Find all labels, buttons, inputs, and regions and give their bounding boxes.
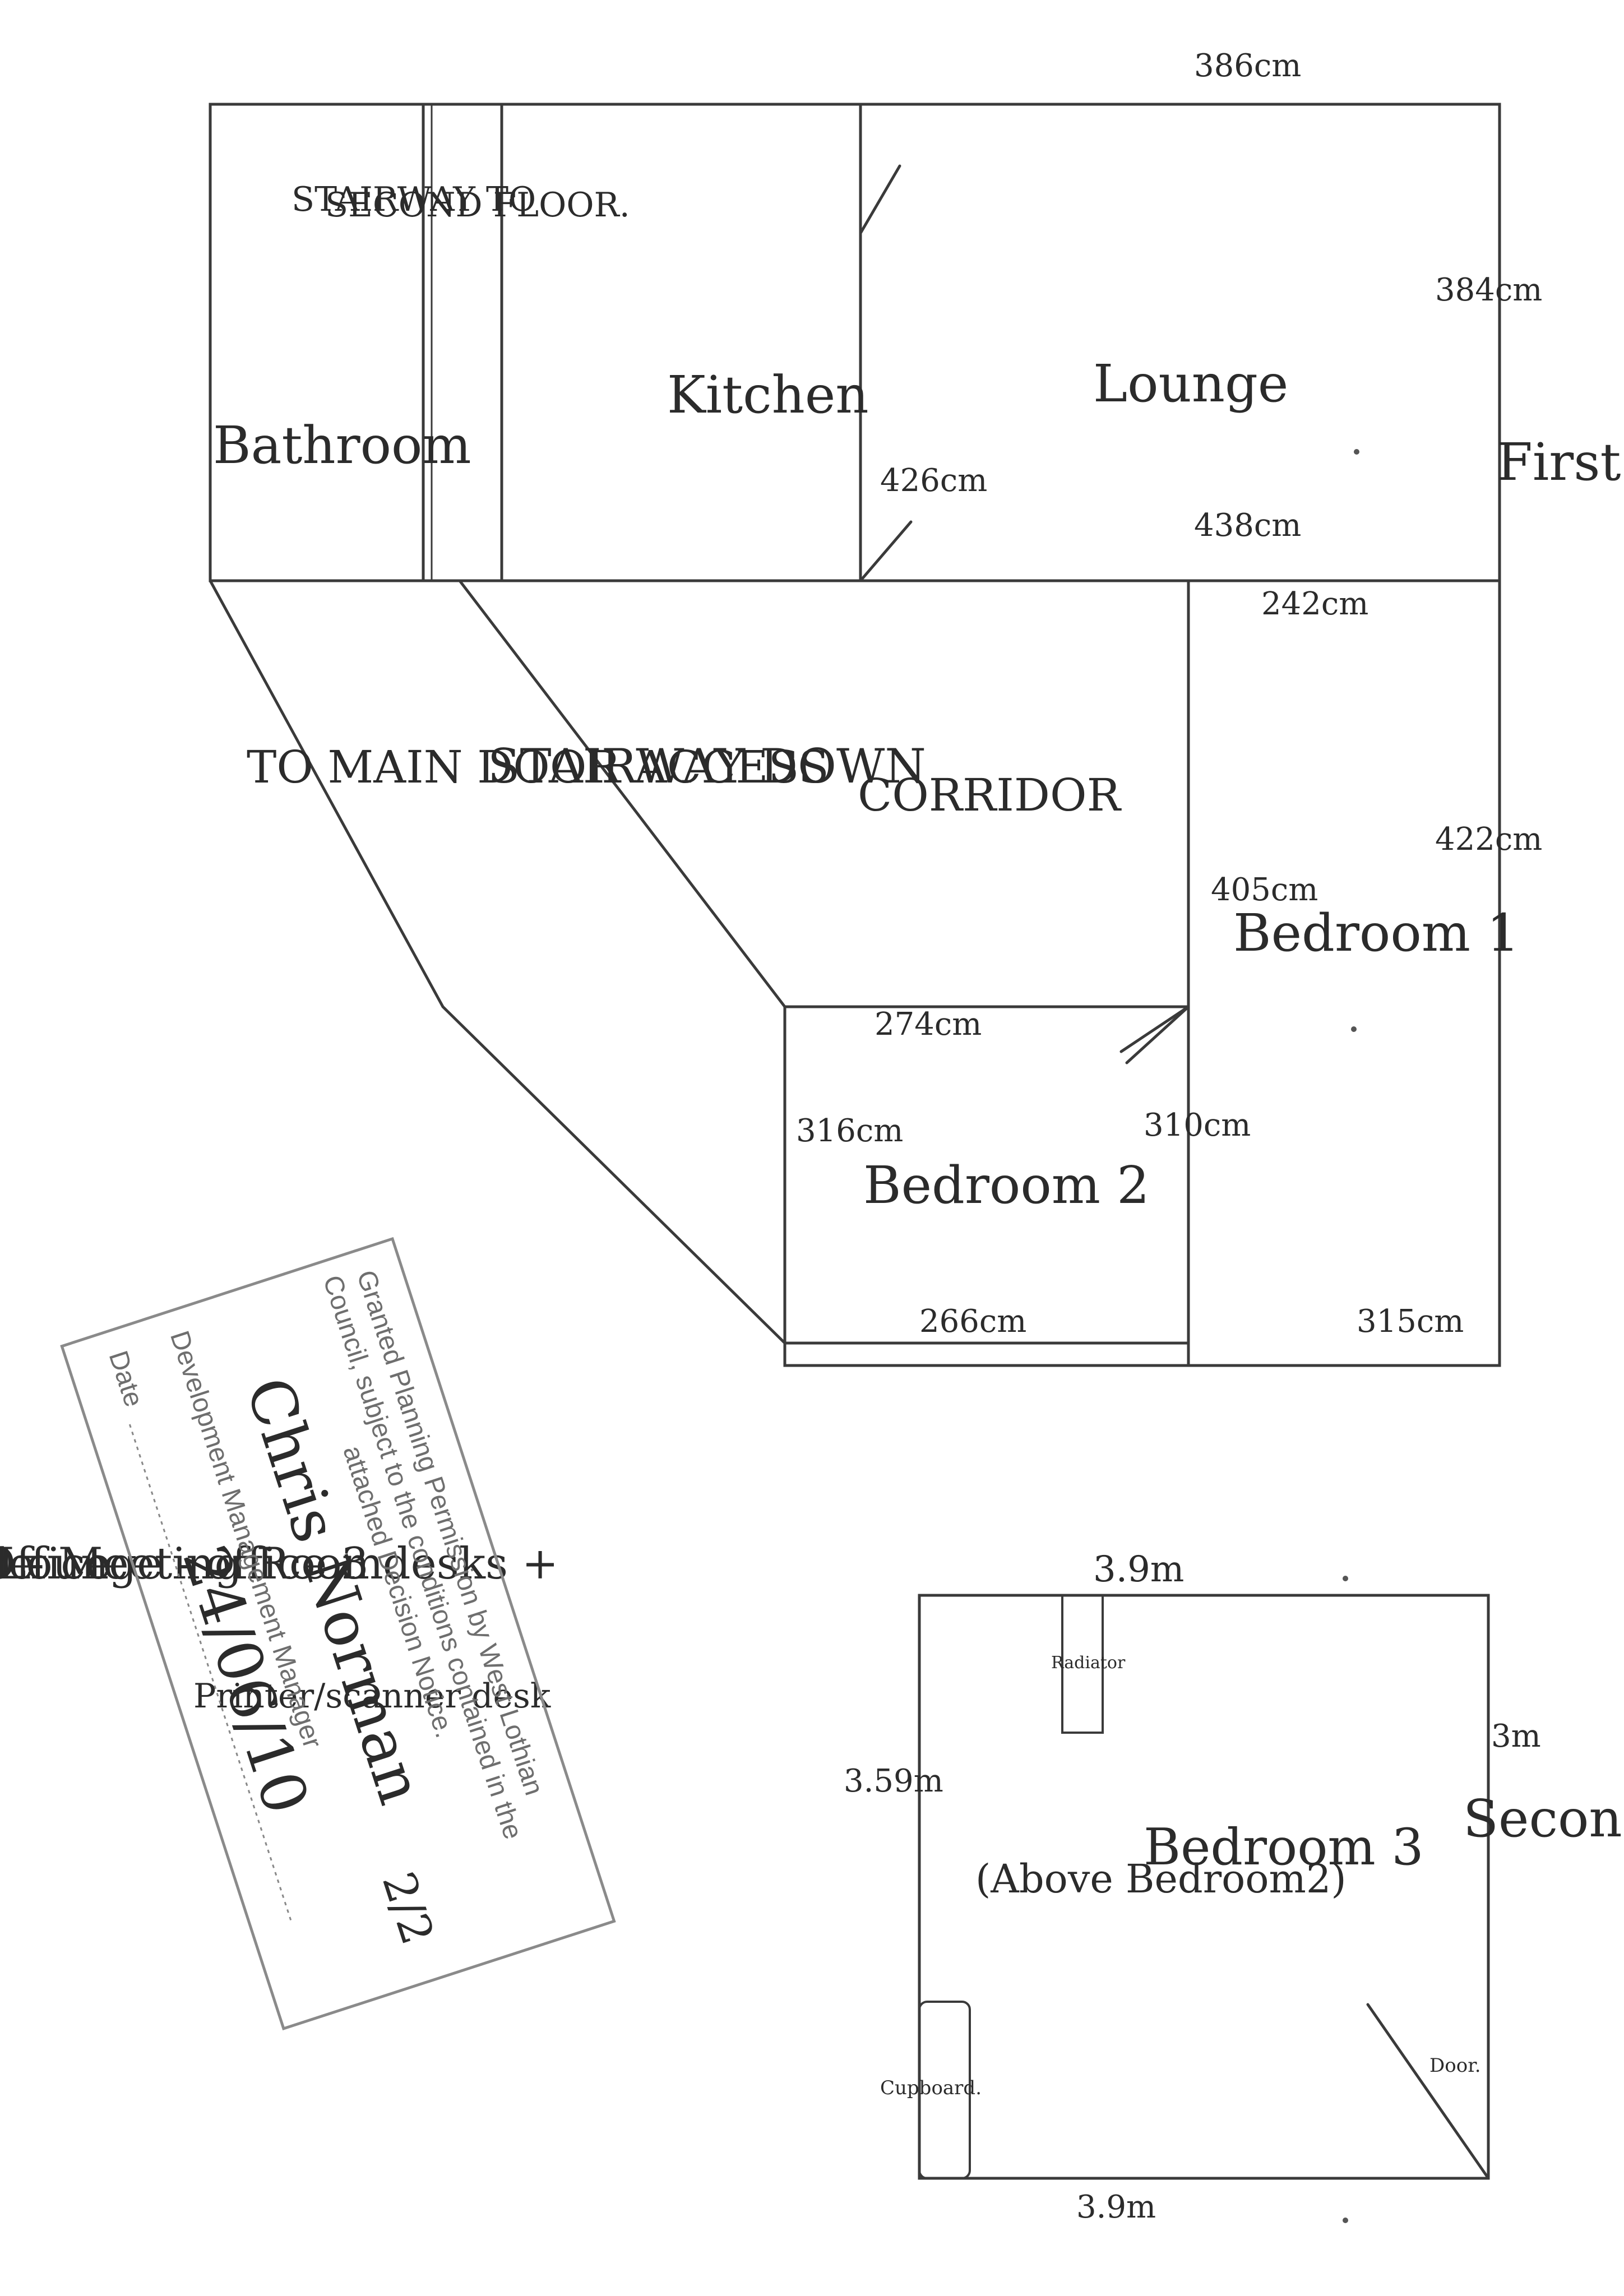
usage-note-bed2: Bed2 - Office bbox=[0, 1539, 111, 1589]
bed2-right-dim: 310cm bbox=[1144, 1107, 1251, 1144]
kitchen-outline bbox=[500, 103, 862, 582]
bedroom2-label: Bedroom 2 bbox=[863, 1155, 1150, 1215]
bed2-left-dim: 316cm bbox=[796, 1113, 903, 1149]
stairway-down-label-2: TO MAIN DOOR ACCESS bbox=[247, 741, 829, 793]
radiator-icon bbox=[1061, 1594, 1104, 1734]
stamp-fraction: 2/2 bbox=[372, 1866, 444, 1951]
bed3-top-dim: 3.9m bbox=[1093, 1549, 1184, 1590]
stamp-date-label: Date bbox=[103, 1347, 149, 1410]
usage-note-bed1: Bed 1 - Meeting Room bbox=[0, 1539, 383, 1589]
bedroom3-outline bbox=[918, 1594, 1490, 2180]
usage-note-printer: Printer/scanner desk bbox=[193, 1677, 551, 1716]
usage-note-lounge: Lounge - office 3 desks + bbox=[0, 1539, 558, 1589]
cupboard-label: Cupboard. bbox=[880, 2077, 982, 2099]
door-label: Door. bbox=[1429, 2054, 1481, 2077]
stairway-up-label-2: SECOND FLOOR. bbox=[325, 186, 630, 225]
radiator-label: Radiator bbox=[1051, 1653, 1126, 1673]
lounge-outline bbox=[859, 103, 1501, 582]
lounge-bottom-dim: 438cm bbox=[1194, 507, 1301, 544]
bed1-bottom-dim: 315cm bbox=[1357, 1303, 1464, 1340]
stairway-up-label-1: STAIRWAY TO bbox=[292, 180, 536, 219]
second-floor-plan bbox=[918, 1594, 1490, 2180]
bed2-top-dim: 274cm bbox=[875, 1006, 982, 1043]
second-floor-title: Second Floor bbox=[1463, 1789, 1624, 1849]
lounge-right-dim: 384cm bbox=[1435, 272, 1542, 308]
bed3-right-dim: 3m bbox=[1491, 1718, 1541, 1755]
bathroom-label: Bathroom bbox=[213, 415, 471, 475]
bedroom3-note: (Above Bedroom2) bbox=[975, 1856, 1347, 1902]
corridor-label: CORRIDOR bbox=[858, 769, 1122, 821]
cupboard-outline bbox=[918, 2001, 971, 2179]
lounge-label: Lounge bbox=[1093, 354, 1288, 414]
stairway-up-outline bbox=[422, 103, 503, 582]
bedroom3-label: Bedroom 3 bbox=[1144, 1818, 1424, 1877]
bedroom1-outline bbox=[1187, 579, 1501, 1367]
planning-permission-stamp: Granted Planning Permission by West Loth… bbox=[60, 1237, 616, 2031]
bedroom1-label: Bedroom 1 bbox=[1233, 903, 1520, 963]
bed1-left-dim: 405cm bbox=[1211, 872, 1318, 908]
kitchen-label: Kitchen bbox=[667, 365, 869, 425]
lounge-top-dim: 386cm bbox=[1194, 48, 1301, 84]
lounge-left-dim: 426cm bbox=[880, 462, 987, 499]
stairway-down-label-1: STAIRWAY DOWN bbox=[488, 739, 926, 794]
corridor-outline bbox=[209, 579, 1190, 1345]
bed1-right-dim: 422cm bbox=[1435, 821, 1542, 858]
bedroom2-outline bbox=[783, 1005, 1190, 1367]
usage-note-bed3: Bed3 - office bbox=[0, 1539, 34, 1589]
bathroom-outline bbox=[209, 103, 425, 582]
bed2-bottom-dim: 266cm bbox=[919, 1303, 1026, 1340]
bed3-left-dim: 3.59m bbox=[844, 1763, 943, 1799]
first-floor-title: First Floor bbox=[1497, 432, 1624, 492]
bed1-top-dim: 242cm bbox=[1261, 586, 1368, 622]
bed3-bottom-dim: 3.9m bbox=[1076, 2189, 1156, 2225]
first-floor-plan bbox=[209, 103, 1501, 1367]
